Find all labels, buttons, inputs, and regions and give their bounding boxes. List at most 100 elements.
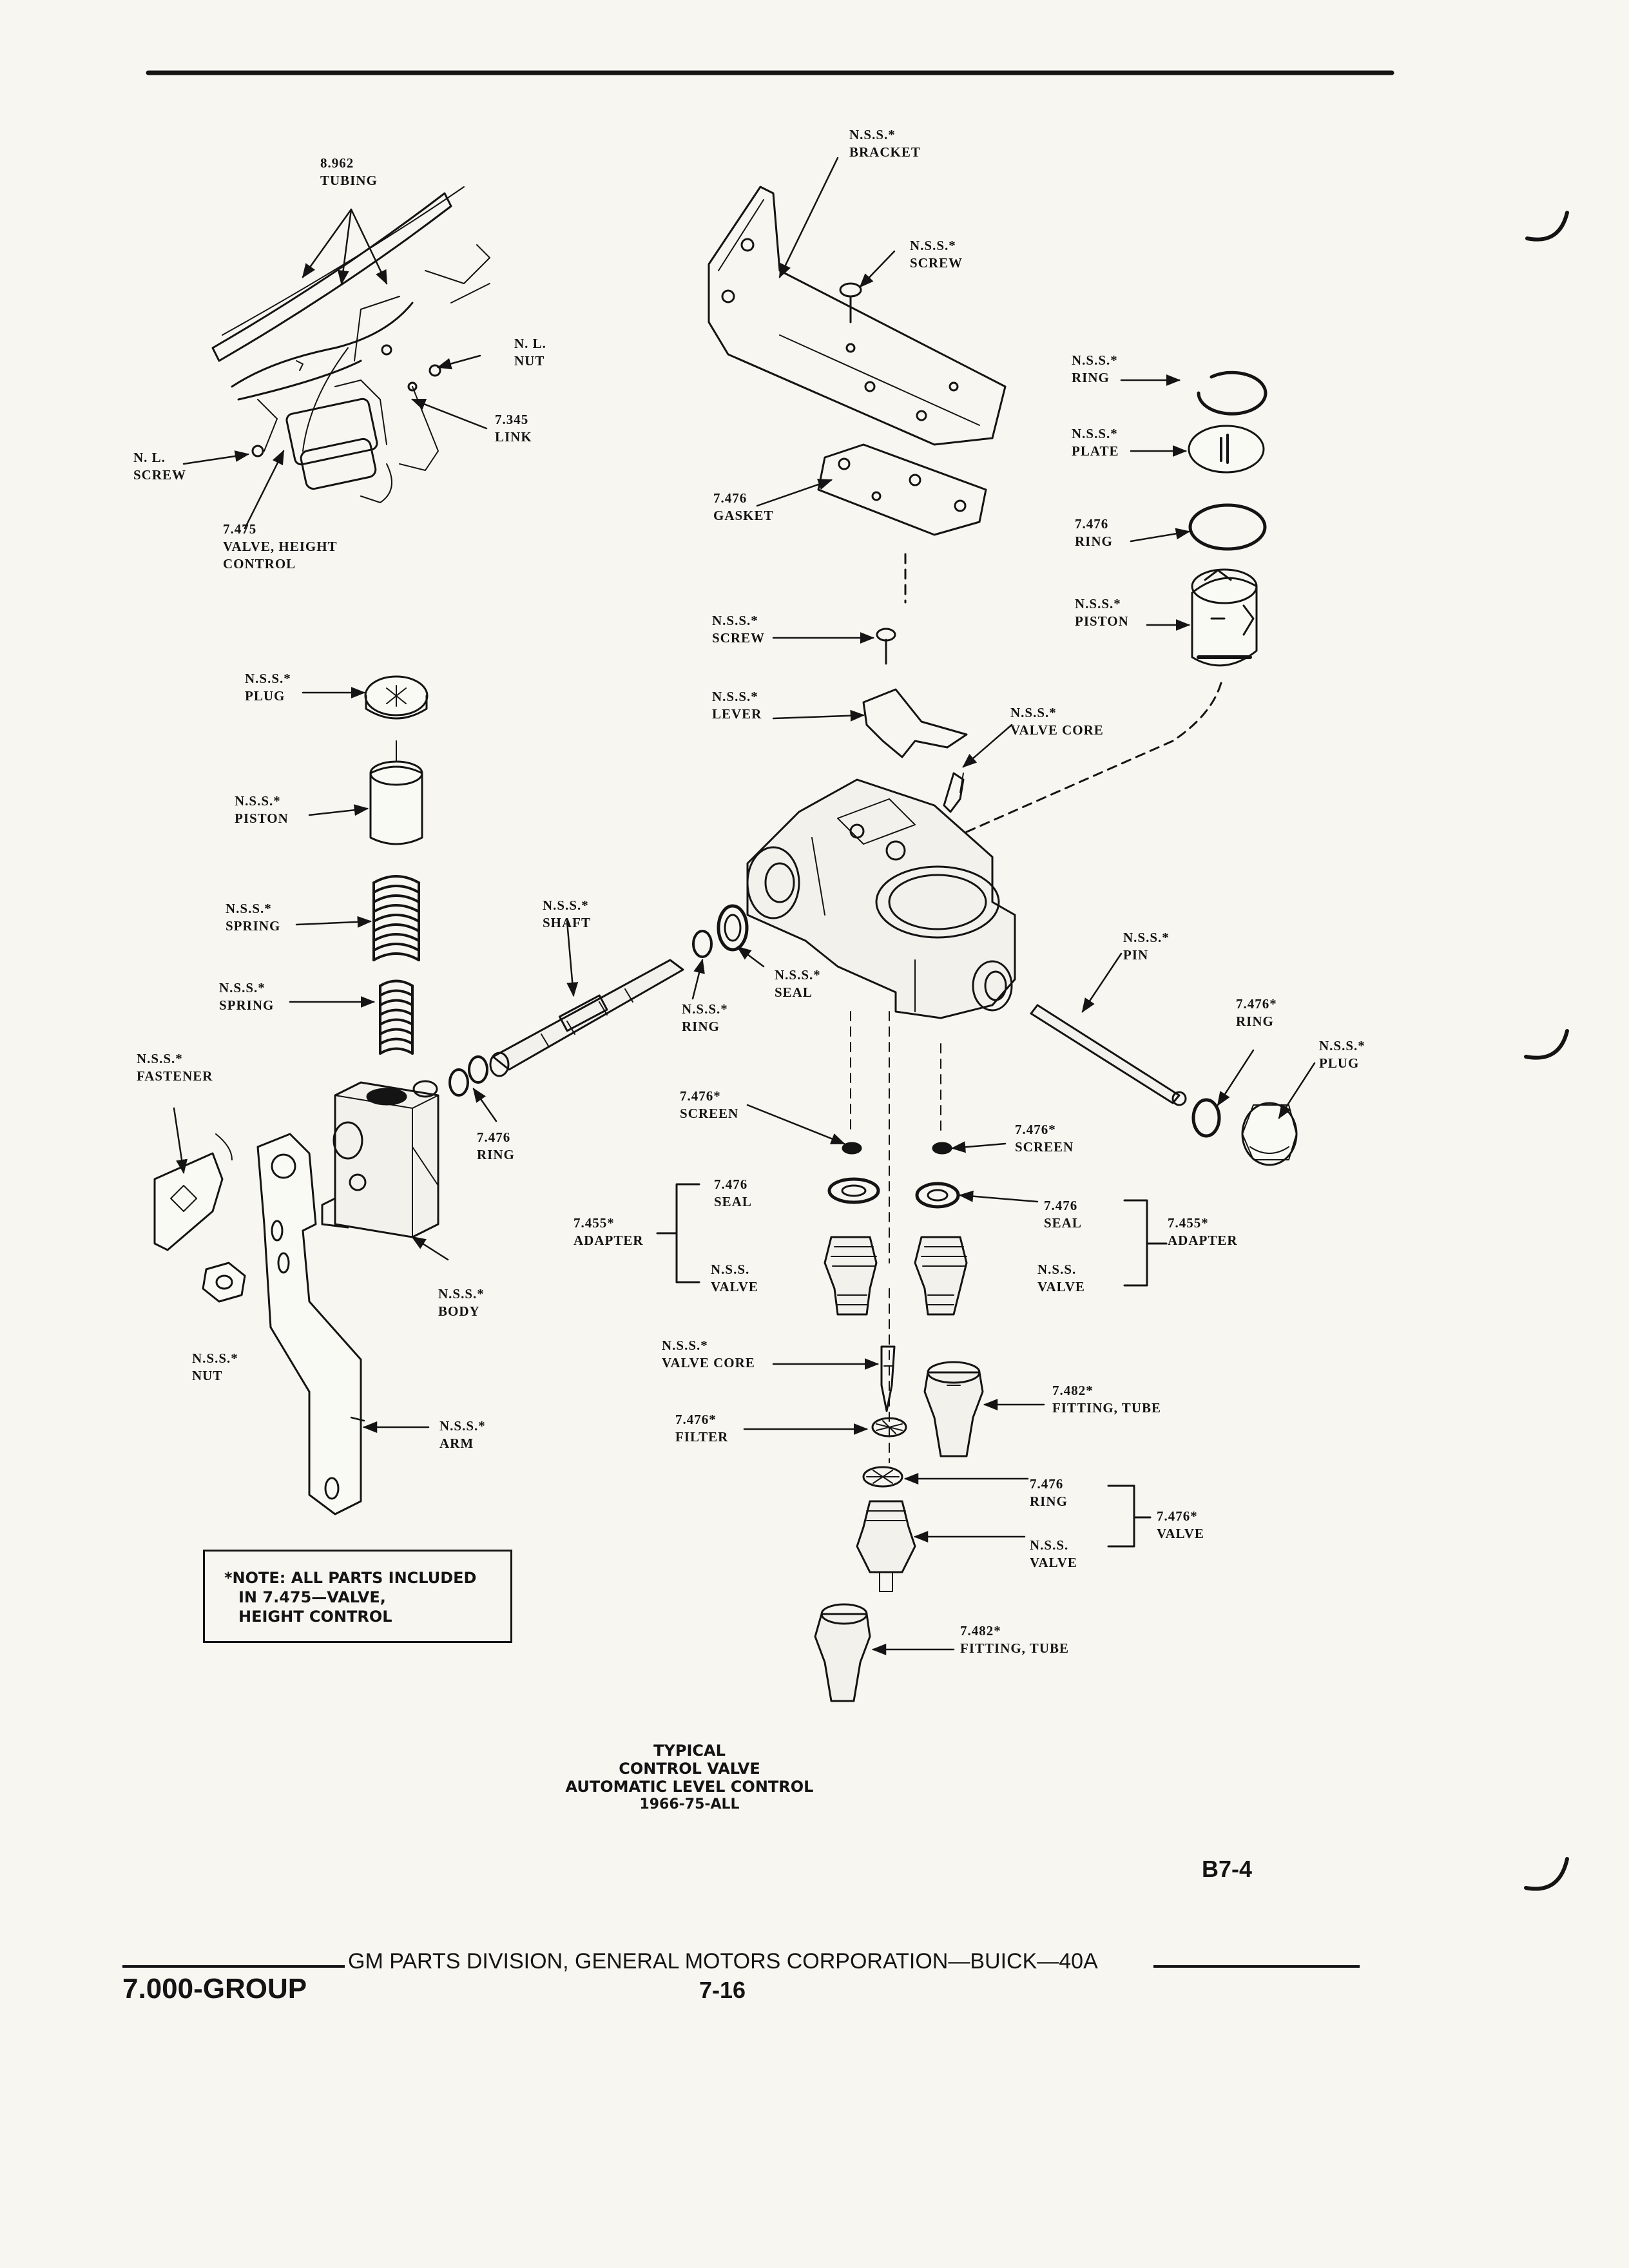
assembly-centerlines bbox=[850, 1011, 941, 1463]
pin-ring bbox=[1191, 1098, 1221, 1138]
label-seal-body: N.S.S.*SEAL bbox=[775, 967, 821, 1000]
spring-1 bbox=[372, 875, 420, 961]
label-filter: 7.476*FILTER bbox=[675, 1412, 729, 1445]
plate bbox=[1188, 425, 1265, 474]
leader-lines bbox=[173, 157, 1316, 1655]
footer-rule-right bbox=[1153, 1965, 1360, 1968]
body-rings bbox=[448, 1055, 488, 1097]
label-screen-left: 7.476*SCREEN bbox=[680, 1088, 739, 1121]
shaft-seal bbox=[717, 904, 749, 952]
label-lever: N.S.S.*LEVER bbox=[712, 689, 762, 722]
label-ring-shaft: N.S.S.*RING bbox=[682, 1001, 728, 1034]
note-line: HEIGHT CONTROL bbox=[238, 1608, 392, 1626]
ring-lower bbox=[862, 1466, 903, 1488]
valve-lower bbox=[856, 1500, 916, 1592]
label-valve-core-top: N.S.S.*VALVE CORE bbox=[1010, 705, 1104, 738]
filter bbox=[871, 1417, 907, 1437]
label-piston-right: N.S.S.*PISTON bbox=[1075, 596, 1129, 629]
bracket-screw bbox=[839, 282, 862, 353]
figure-caption: TYPICAL CONTROL VALVE AUTOMATIC LEVEL CO… bbox=[516, 1742, 863, 1814]
installation-view bbox=[211, 186, 490, 503]
gasket bbox=[817, 443, 987, 604]
screen-right bbox=[932, 1142, 952, 1155]
nut-bottom bbox=[202, 1262, 246, 1303]
caption-line: CONTROL VALVE bbox=[619, 1760, 760, 1778]
valve-core-top bbox=[943, 772, 965, 813]
label-fitting-tube-1: 7.482*FITTING, TUBE bbox=[1052, 1383, 1161, 1416]
footer-division: GM PARTS DIVISION, GENERAL MOTORS CORPOR… bbox=[348, 1949, 1098, 1974]
figure-id: B7-4 bbox=[1202, 1856, 1253, 1882]
label-fastener: N.S.S.*FASTENER bbox=[137, 1051, 213, 1084]
label-screw-mid: N.S.S.*SCREW bbox=[712, 613, 766, 646]
label-valve-right: N.S.S.VALVE bbox=[1037, 1262, 1085, 1294]
shaft-ring bbox=[692, 930, 713, 958]
footer-group: 7.000-GROUP bbox=[122, 1973, 307, 2004]
label-spring-1: N.S.S.*SPRING bbox=[226, 901, 281, 934]
note-line: *NOTE: ALL PARTS INCLUDED bbox=[224, 1569, 477, 1587]
binder-marks bbox=[1524, 211, 1569, 1891]
valve-core-bottom bbox=[880, 1345, 896, 1412]
label-screw-left: N. L.SCREW bbox=[133, 450, 187, 483]
label-nut-top: N. L.NUT bbox=[514, 336, 546, 369]
fitting-tube-1 bbox=[923, 1361, 984, 1457]
label-bracket: N.S.S.*BRACKET bbox=[849, 127, 921, 160]
label-piston-left: N.S.S.*PISTON bbox=[235, 793, 289, 826]
caption-line: 1966-75-ALL bbox=[639, 1796, 740, 1812]
label-nut-bottom: N.S.S.*NUT bbox=[192, 1350, 238, 1383]
spring-2 bbox=[379, 979, 414, 1055]
label-plug-left: N.S.S.*PLUG bbox=[245, 671, 291, 704]
label-screw-bracket: N.S.S.*SCREW bbox=[910, 238, 963, 271]
bracket bbox=[708, 186, 1007, 446]
plug-right bbox=[1241, 1102, 1298, 1166]
piston-left bbox=[369, 760, 423, 845]
caption-line: TYPICAL bbox=[653, 1742, 726, 1760]
label-fitting-tube-2: 7.482*FITTING, TUBE bbox=[960, 1623, 1069, 1656]
piston-right bbox=[952, 568, 1258, 839]
footer-page-number: 7-16 bbox=[699, 1977, 746, 2003]
label-arm: N.S.S.*ARM bbox=[439, 1418, 486, 1451]
valve-left bbox=[824, 1236, 878, 1316]
label-plug-right: N.S.S.*PLUG bbox=[1319, 1038, 1365, 1071]
label-adapter-left: 7.455*ADAPTER bbox=[574, 1215, 644, 1248]
pin bbox=[1030, 1004, 1187, 1106]
label-ring-right: 7.476*RING bbox=[1236, 996, 1277, 1029]
note-box: *NOTE: ALL PARTS INCLUDED IN 7.475—VALVE… bbox=[203, 1550, 512, 1643]
label-adapter-right: 7.455*ADAPTER bbox=[1168, 1215, 1238, 1248]
footer-rule-left bbox=[122, 1965, 345, 1968]
label-valve-group: 7.476*VALVE bbox=[1157, 1508, 1204, 1541]
seal-left bbox=[827, 1177, 880, 1204]
label-valve-left: N.S.S.VALVE bbox=[711, 1262, 758, 1294]
label-shaft: N.S.S.*SHAFT bbox=[543, 898, 592, 930]
plug-left bbox=[364, 675, 429, 720]
note-line: IN 7.475—VALVE, bbox=[238, 1588, 386, 1606]
label-spring-2: N.S.S.*SPRING bbox=[219, 980, 275, 1013]
label-plate: N.S.S.*PLATE bbox=[1072, 426, 1119, 459]
label-valve-lower: N.S.S.VALVE bbox=[1030, 1537, 1077, 1570]
fitting-tube-2 bbox=[814, 1603, 871, 1702]
fastener bbox=[153, 1133, 233, 1251]
valve-right bbox=[914, 1236, 968, 1316]
valve-body-left bbox=[321, 1080, 439, 1238]
ring-top bbox=[1197, 370, 1268, 416]
ring-7476 bbox=[1188, 503, 1267, 551]
group-brackets bbox=[656, 1183, 1168, 1548]
label-pin: N.S.S.*PIN bbox=[1123, 930, 1170, 963]
valve-body-casting bbox=[746, 778, 1016, 1019]
lever bbox=[862, 688, 968, 758]
shaft bbox=[489, 959, 684, 1077]
label-valve-core-bottom: N.S.S.*VALVE CORE bbox=[662, 1338, 755, 1370]
seal-right bbox=[915, 1182, 960, 1209]
caption-line: AUTOMATIC LEVEL CONTROL bbox=[565, 1778, 814, 1796]
label-body: N.S.S.*BODY bbox=[438, 1286, 485, 1319]
label-screen-right: 7.476*SCREEN bbox=[1015, 1122, 1074, 1155]
